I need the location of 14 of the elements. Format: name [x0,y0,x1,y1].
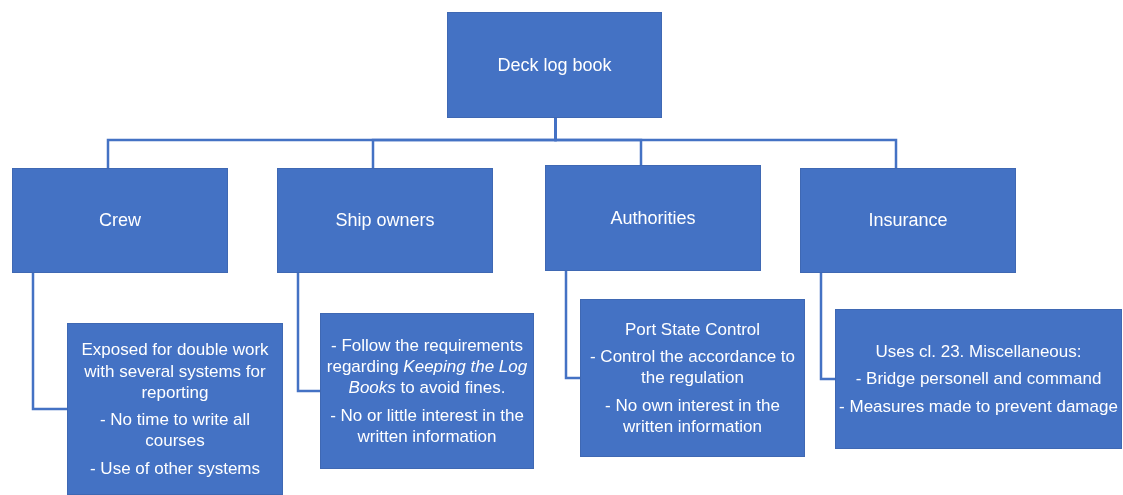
connector-line [296,273,320,393]
text-box: Port State Control - Control the accordance to the regulation - No own interest in the written information [580,299,805,457]
connector-line [564,271,580,380]
text-box: Exposed for double work with several systems for reporting - No time to write all courses - Use of other systems [67,323,283,495]
text-box: Uses cl. 23. Miscellaneous: - Bridge personell and command - Measures made to prevent damage [835,309,1122,449]
connector-line [31,273,67,411]
text-box: Ship owners [277,168,493,273]
text-box: Crew [12,168,228,273]
text-box: - Follow the requirements regarding Keeping the Log Books to avoid fines. - No or little interest in the written information [320,313,534,469]
connector-line [819,273,835,381]
text-box: Authorities [545,165,761,271]
text-box: Insurance [800,168,1016,273]
text-box: Deck log book [447,12,662,118]
connector-line [554,118,898,168]
